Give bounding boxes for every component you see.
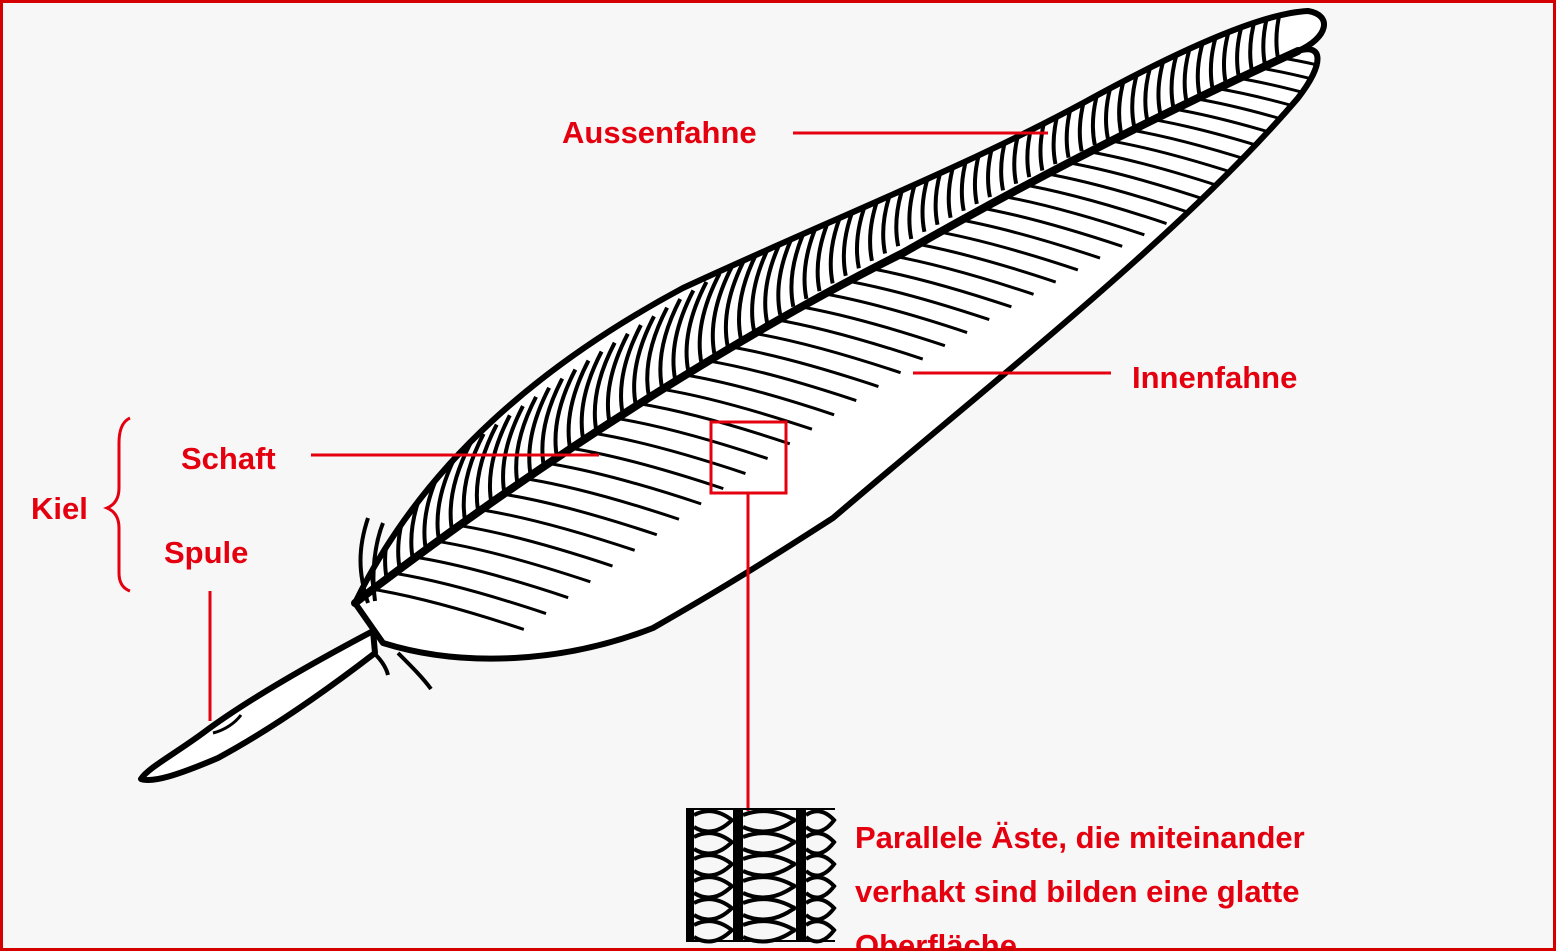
- outer-barb: [1274, 11, 1299, 61]
- inner-barb: [1260, 66, 1318, 110]
- caption-line-3: Oberfläche: [855, 928, 1017, 951]
- outer-barb: [1235, 11, 1259, 79]
- inner-barb: [1215, 86, 1318, 130]
- inner-barb: [506, 493, 658, 537]
- inner-barb: [440, 540, 591, 584]
- barbule-hook: [804, 831, 837, 856]
- feather-illustration: [103, 8, 1327, 944]
- detail-highlight-box: [709, 420, 788, 495]
- outer-barb: [1208, 11, 1233, 91]
- barbule-hook: [804, 853, 837, 878]
- barbule-hook: [692, 831, 735, 856]
- inner-barb: [1193, 96, 1318, 140]
- inner-barb: [484, 508, 636, 552]
- outer-barb: [605, 332, 630, 425]
- outer-barb: [750, 239, 774, 332]
- label-inner-vane: Innenfahne: [1132, 360, 1298, 395]
- inner-barb: [373, 587, 525, 631]
- outer-barb: [723, 256, 748, 348]
- label-outer-vane: Aussenfahne: [562, 115, 757, 150]
- barbule-hook: [804, 875, 837, 900]
- outer-barb: [461, 432, 486, 525]
- quill-mark: [212, 714, 243, 735]
- inner-barb: [683, 373, 835, 417]
- caption-line-2: verhakt sind bilden eine glatte: [855, 874, 1300, 909]
- inner-barb: [395, 572, 547, 615]
- barbule-hook: [804, 809, 837, 834]
- barb-detail-inset: [686, 808, 837, 944]
- barbule-hook: [742, 831, 798, 856]
- barbule-hook: [804, 897, 837, 922]
- inner-barb: [528, 477, 680, 521]
- quill-calamus: [138, 628, 378, 783]
- outer-barb: [1222, 11, 1246, 85]
- outer-barb: [645, 306, 669, 399]
- outer-barb: [632, 315, 656, 407]
- keel-brace: [103, 416, 131, 593]
- outer-barb: [619, 324, 643, 416]
- inner-barb: [794, 304, 946, 348]
- barbule-hook: [804, 919, 837, 944]
- inner-barb: [573, 447, 724, 491]
- inner-barb: [1082, 149, 1234, 193]
- barbule-hook: [742, 853, 798, 878]
- inner-vane-shape: [352, 46, 1321, 662]
- inner-barb: [1282, 56, 1318, 100]
- barbule-hook: [692, 809, 735, 834]
- label-keel: Kiel: [31, 491, 88, 526]
- barbule-hook: [692, 853, 735, 878]
- inner-barb: [639, 402, 791, 446]
- inner-barb: [706, 359, 857, 402]
- caption-line-1: Parallele Äste, die miteinander: [855, 820, 1305, 855]
- outer-barb: [553, 368, 578, 460]
- inner-barb: [1060, 159, 1212, 203]
- inner-barb: [550, 462, 702, 506]
- outer-barb: [592, 341, 617, 434]
- inner-barb: [750, 331, 902, 375]
- outer-barb: [579, 350, 604, 442]
- barbule-hook: [742, 919, 798, 944]
- inner-barb: [617, 417, 769, 460]
- barbule-hook: [742, 809, 798, 834]
- outer-barb: [540, 377, 565, 470]
- inner-barb: [595, 432, 746, 475]
- inner-barb: [816, 291, 968, 334]
- barbule-hook: [692, 897, 735, 922]
- outer-barb: [684, 281, 709, 373]
- inner-barb: [728, 345, 879, 388]
- outer-barb: [697, 272, 722, 364]
- outer-barb: [1261, 11, 1285, 67]
- outer-barb: [435, 451, 460, 543]
- barbule-hook: [692, 875, 735, 900]
- leader-lines: [208, 131, 1111, 811]
- inner-barb: [417, 556, 569, 600]
- outer-barb: [527, 386, 551, 479]
- inner-barb: [462, 524, 613, 568]
- outer-barb: [448, 442, 473, 534]
- outer-barb: [710, 264, 735, 356]
- outer-barb: [514, 395, 538, 488]
- detail-caption: Parallele Äste, die miteinander verhakt …: [855, 811, 1415, 951]
- inner-barb: [661, 387, 813, 431]
- outer-barb: [671, 289, 696, 381]
- label-shaft: Schaft: [181, 441, 276, 476]
- outer-barb: [1248, 11, 1272, 73]
- outer-barb: [737, 247, 761, 340]
- barbule-hook: [742, 897, 798, 922]
- shaft-rachis: [351, 47, 1302, 607]
- inner-barb: [772, 317, 924, 361]
- outer-barb: [566, 359, 591, 451]
- barbule-hook: [742, 875, 798, 900]
- barbule-hook: [692, 919, 735, 944]
- outer-barb: [474, 423, 499, 515]
- label-quill: Spule: [164, 535, 249, 570]
- outer-barb: [658, 298, 683, 390]
- outer-barb: [487, 414, 512, 506]
